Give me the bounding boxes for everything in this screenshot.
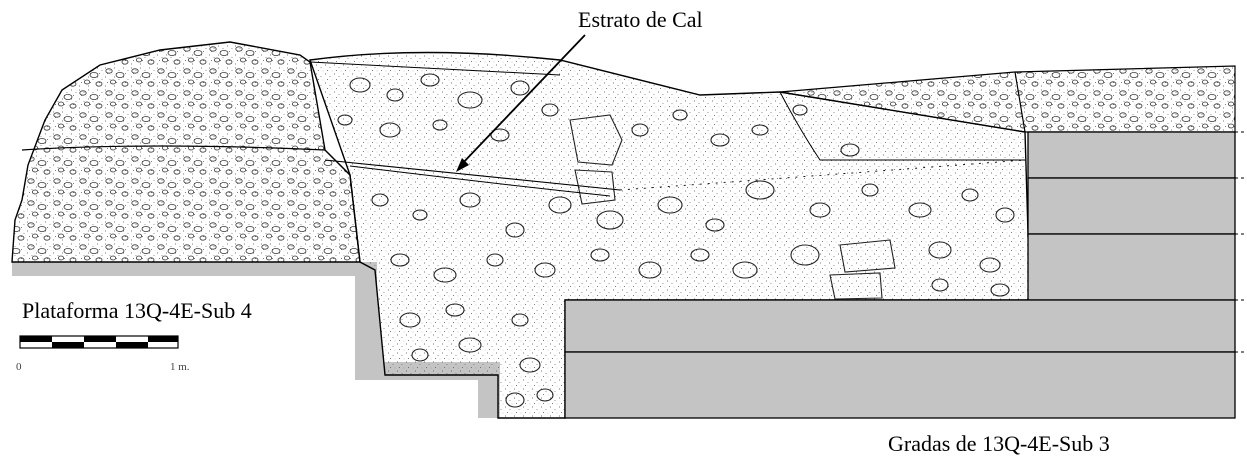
grada-step-2 (1027, 177, 1236, 235)
gradas-structure (564, 131, 1236, 419)
right-deposit-boundary (779, 91, 1025, 161)
lime-layer-upper (324, 159, 621, 191)
scale-bar: 0 1 m. (16, 335, 190, 373)
right-upper-deposit (779, 65, 1236, 133)
arrow-head (456, 158, 469, 172)
platform-floor (12, 262, 364, 276)
left-rubble-fill (11, 41, 361, 263)
label-steps: Gradas de 13Q-4E-Sub 3 (888, 431, 1110, 456)
interface-dotted (619, 159, 1026, 191)
grada-step-1 (1027, 131, 1236, 179)
rubble-stones (337, 73, 1015, 408)
scale-start-label: 0 (16, 361, 22, 373)
upper-layer-line (309, 61, 561, 76)
grada-step-5 (564, 351, 1236, 419)
floor-step-end (478, 362, 500, 418)
label-platform: Plataforma 13Q-4E-Sub 4 (22, 298, 252, 323)
grada-step-4 (564, 299, 1236, 353)
lime-layer-lower (349, 165, 611, 197)
scale-end-label: 1 m. (170, 361, 190, 373)
lime-layer-arrow (459, 34, 586, 167)
floor-step-vertical (355, 262, 377, 380)
right-wall-top (1014, 71, 1026, 133)
left-fill-interface (21, 145, 326, 151)
grada-step-3 (1027, 233, 1236, 301)
label-lime-layer: Estrato de Cal (578, 7, 703, 32)
